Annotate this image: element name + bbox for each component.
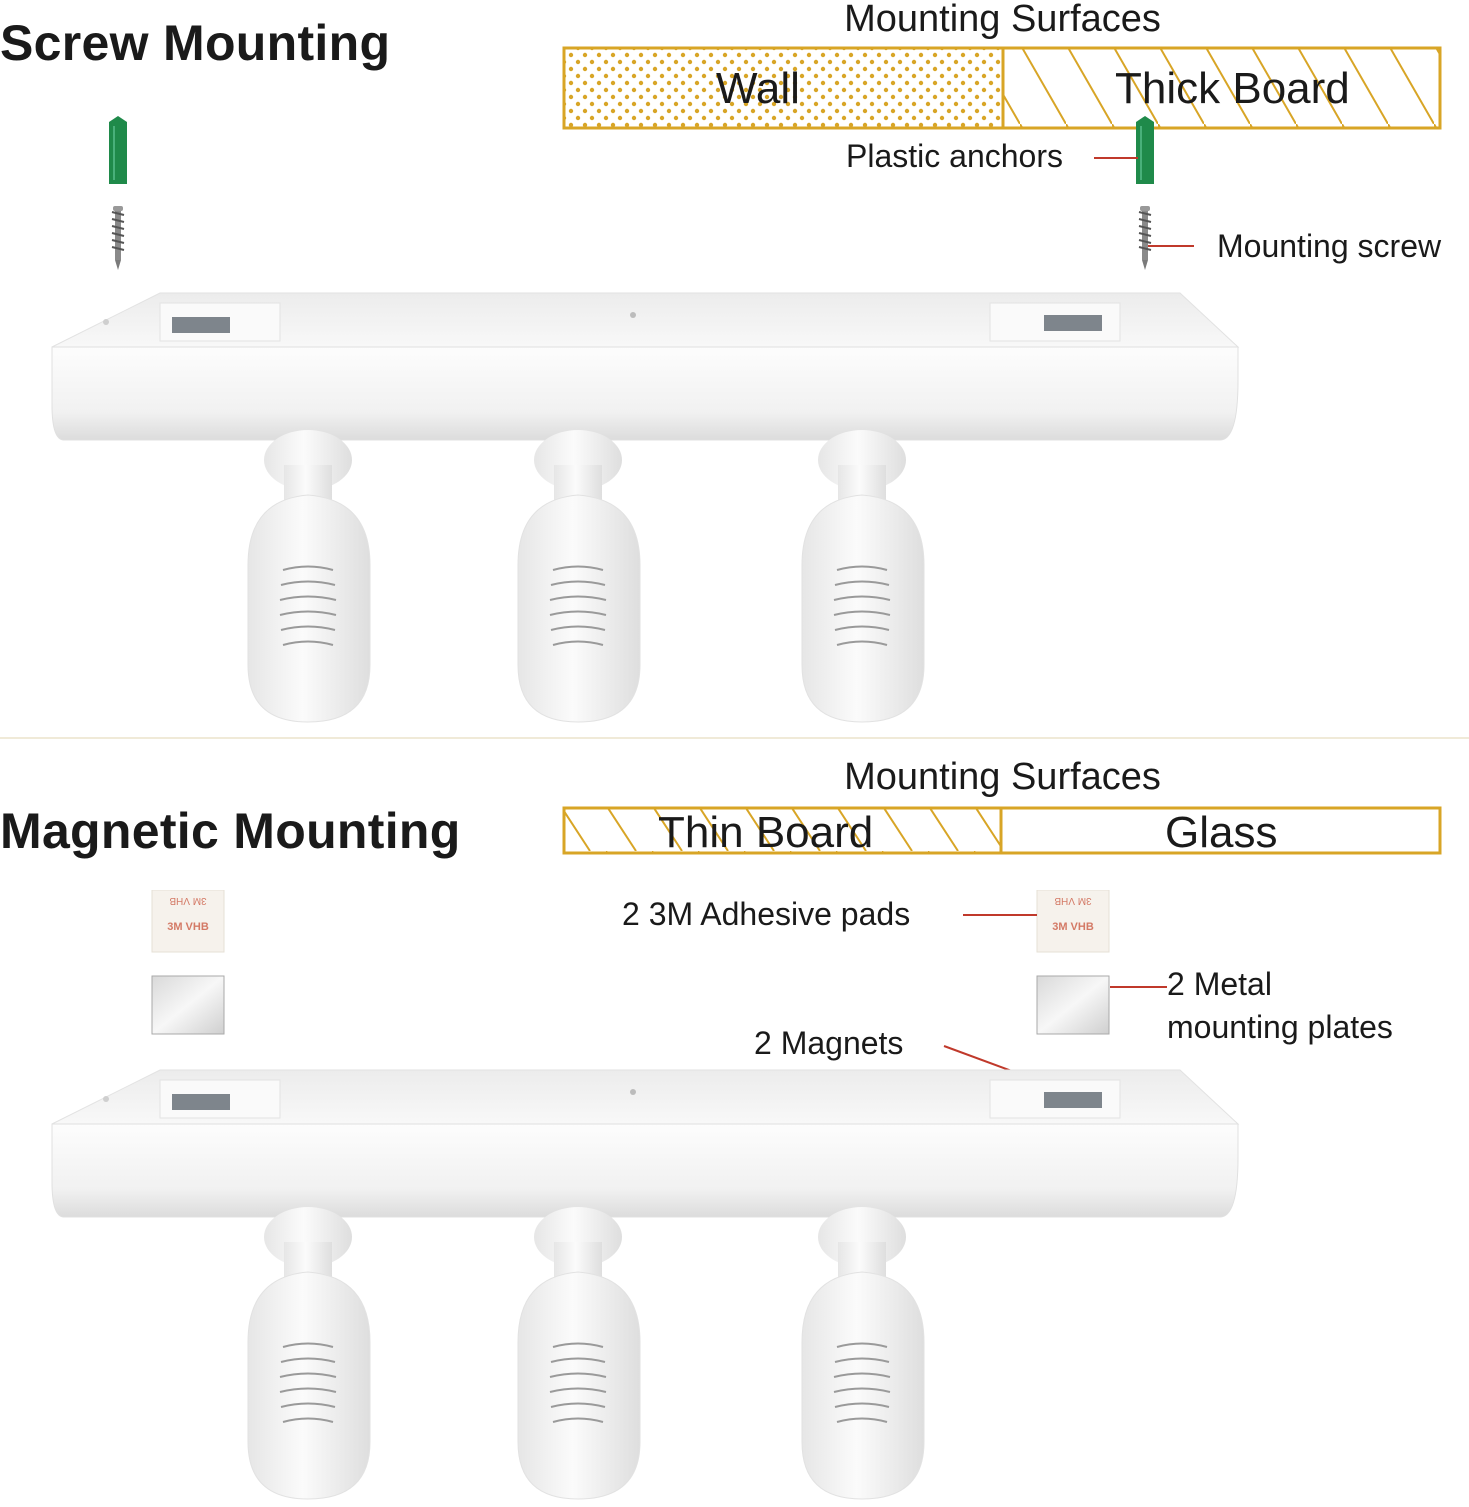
pad-print: 3M VHB bbox=[167, 921, 209, 933]
plastic-anchors-callout: Plastic anchors bbox=[846, 138, 1063, 174]
right-anchor-screw-group bbox=[1136, 116, 1154, 270]
screw-icon bbox=[1138, 206, 1152, 270]
mounting-screw-leader-line bbox=[1148, 245, 1194, 247]
adhesive-pad-icon: 3M VHB 3M VHB bbox=[1036, 890, 1110, 953]
screw-surfaces-title: Mounting Surfaces bbox=[844, 0, 1161, 40]
left-anchor-screw-group bbox=[109, 116, 127, 270]
glass-surface-swatch bbox=[999, 806, 1442, 855]
adhesive-pad-icon: 3M VHB 3M VHB bbox=[151, 890, 225, 953]
pad-print-flipped: 3M VHB bbox=[1054, 895, 1092, 906]
section-divider bbox=[0, 737, 1469, 739]
thin-board-surface-swatch bbox=[562, 806, 1003, 855]
magnet-slot-left bbox=[172, 317, 230, 333]
magnet-slot-right bbox=[1044, 315, 1102, 331]
screw-icon bbox=[111, 206, 125, 270]
mounting-screw-callout: Mounting screw bbox=[1217, 228, 1442, 264]
wall-surface-swatch bbox=[562, 46, 1005, 130]
magnetic-mounting-heading: Magnetic Mounting bbox=[0, 803, 461, 859]
plastic-anchor-icon bbox=[1136, 116, 1154, 184]
magnet-slot-right bbox=[1044, 1092, 1102, 1108]
surface-thick-board-label: Thick Board bbox=[1115, 64, 1350, 113]
pad-print-flipped: 3M VHB bbox=[169, 895, 207, 906]
camera-mount-bar-magnetic bbox=[51, 1069, 1240, 1500]
camera-pod bbox=[801, 1207, 925, 1500]
metal-plate-icon bbox=[1036, 975, 1110, 1035]
screw-surfaces-bar bbox=[562, 46, 1442, 130]
magnetic-surfaces-title: Mounting Surfaces bbox=[844, 756, 1161, 798]
magnet-slot-left bbox=[172, 1094, 230, 1110]
adhesive-pads-callout: 2 3M Adhesive pads bbox=[622, 896, 911, 932]
plastic-anchor-icon bbox=[109, 116, 127, 184]
magnets-callout: 2 Magnets bbox=[754, 1025, 904, 1061]
camera-pod bbox=[247, 430, 371, 723]
camera-pod bbox=[247, 1207, 371, 1500]
metal-plates-callout-line1: 2 Metal bbox=[1167, 966, 1272, 1002]
metal-plates-leader-line bbox=[1110, 986, 1167, 988]
camera-mount-bar-screw bbox=[51, 292, 1240, 723]
pad-print: 3M VHB bbox=[1052, 921, 1094, 933]
surface-thin-board-label: Thin Board bbox=[658, 808, 874, 857]
metal-plate-icon bbox=[151, 975, 225, 1035]
screw-mounting-heading: Screw Mounting bbox=[0, 15, 391, 71]
camera-pod bbox=[517, 430, 641, 723]
left-pad-plate-group: 3M VHB 3M VHB bbox=[151, 890, 225, 1035]
adhesive-pads-leader-line bbox=[963, 914, 1037, 916]
thick-board-surface-swatch bbox=[1001, 46, 1442, 130]
surface-glass-label: Glass bbox=[1165, 808, 1278, 857]
surface-wall-label: Wall bbox=[716, 64, 800, 113]
plastic-anchors-leader-line bbox=[1094, 157, 1138, 159]
metal-plates-callout-line2: mounting plates bbox=[1167, 1009, 1393, 1045]
magnetic-surfaces-bar bbox=[562, 806, 1442, 855]
camera-pod bbox=[801, 430, 925, 723]
right-pad-plate-group: 3M VHB 3M VHB bbox=[1036, 890, 1110, 1035]
camera-pod bbox=[517, 1207, 641, 1500]
